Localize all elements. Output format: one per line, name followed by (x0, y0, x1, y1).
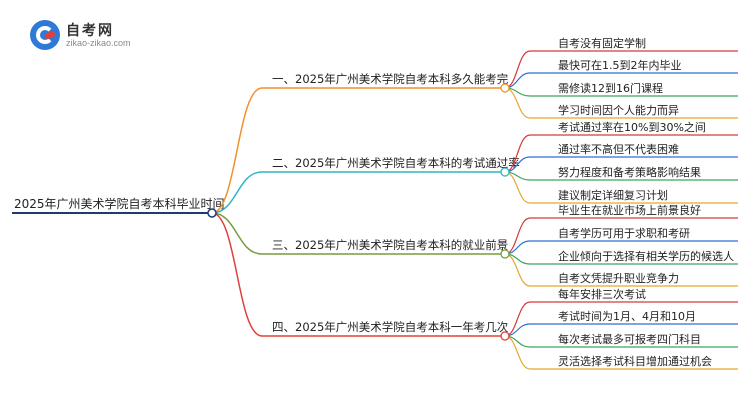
branch-node (500, 331, 510, 341)
child-label: 每年安排三次考试 (558, 287, 646, 301)
branch-connector (211, 171, 263, 214)
child-label: 努力程度和备考策略影响结果 (558, 165, 701, 179)
branch-node (500, 249, 510, 259)
branch-label: 三、2025年广州美术学院自考本科的就业前景 (272, 238, 508, 252)
child-label: 自考学历可用于求职和考研 (558, 226, 690, 240)
branch-node (500, 83, 510, 93)
child-label: 需修读12到16门课程 (558, 81, 663, 95)
child-label: 企业倾向于选择有相关学历的候选人 (558, 249, 734, 263)
child-label: 建议制定详细复习计划 (558, 188, 668, 202)
child-label: 自考文凭提升职业竞争力 (558, 271, 679, 285)
child-label: 考试通过率在10%到30%之间 (558, 120, 706, 134)
branch-connector (211, 212, 263, 337)
child-connector (504, 301, 531, 337)
child-label: 考试时间为1月、4月和10月 (558, 310, 696, 323)
branch-label: 四、2025年广州美术学院自考本科一年考几次 (272, 320, 509, 334)
child-connector (504, 50, 531, 89)
branch-connector (211, 212, 263, 255)
logo-icon (30, 20, 60, 50)
branch-node (500, 167, 510, 177)
root-topic: 2025年广州美术学院自考本科毕业时间 (14, 196, 225, 211)
child-label: 自考没有固定学制 (558, 36, 646, 50)
root-node (207, 208, 217, 218)
brand-logo: 自考网 zikao-zikao.com (30, 18, 170, 54)
branch-label: 一、2025年广州美术学院自考本科多久能考完 (272, 72, 508, 86)
child-connector (504, 217, 531, 255)
branch-label: 二、2025年广州美术学院自考本科的考试通过率 (272, 156, 520, 170)
child-label: 每次考试最多可报考四门科目 (558, 332, 701, 346)
child-label: 灵活选择考试科目增加通过机会 (558, 354, 712, 368)
child-label: 通过率不高但不代表困难 (558, 142, 679, 156)
child-label: 毕业生在就业市场上前景良好 (558, 203, 701, 217)
child-label: 最快可在1.5到2年内毕业 (558, 58, 682, 72)
brand-subtitle: zikao-zikao.com (66, 38, 131, 48)
branch-connector (211, 87, 263, 214)
brand-title: 自考网 (66, 23, 114, 39)
child-label: 学习时间因个人能力而异 (558, 103, 679, 117)
